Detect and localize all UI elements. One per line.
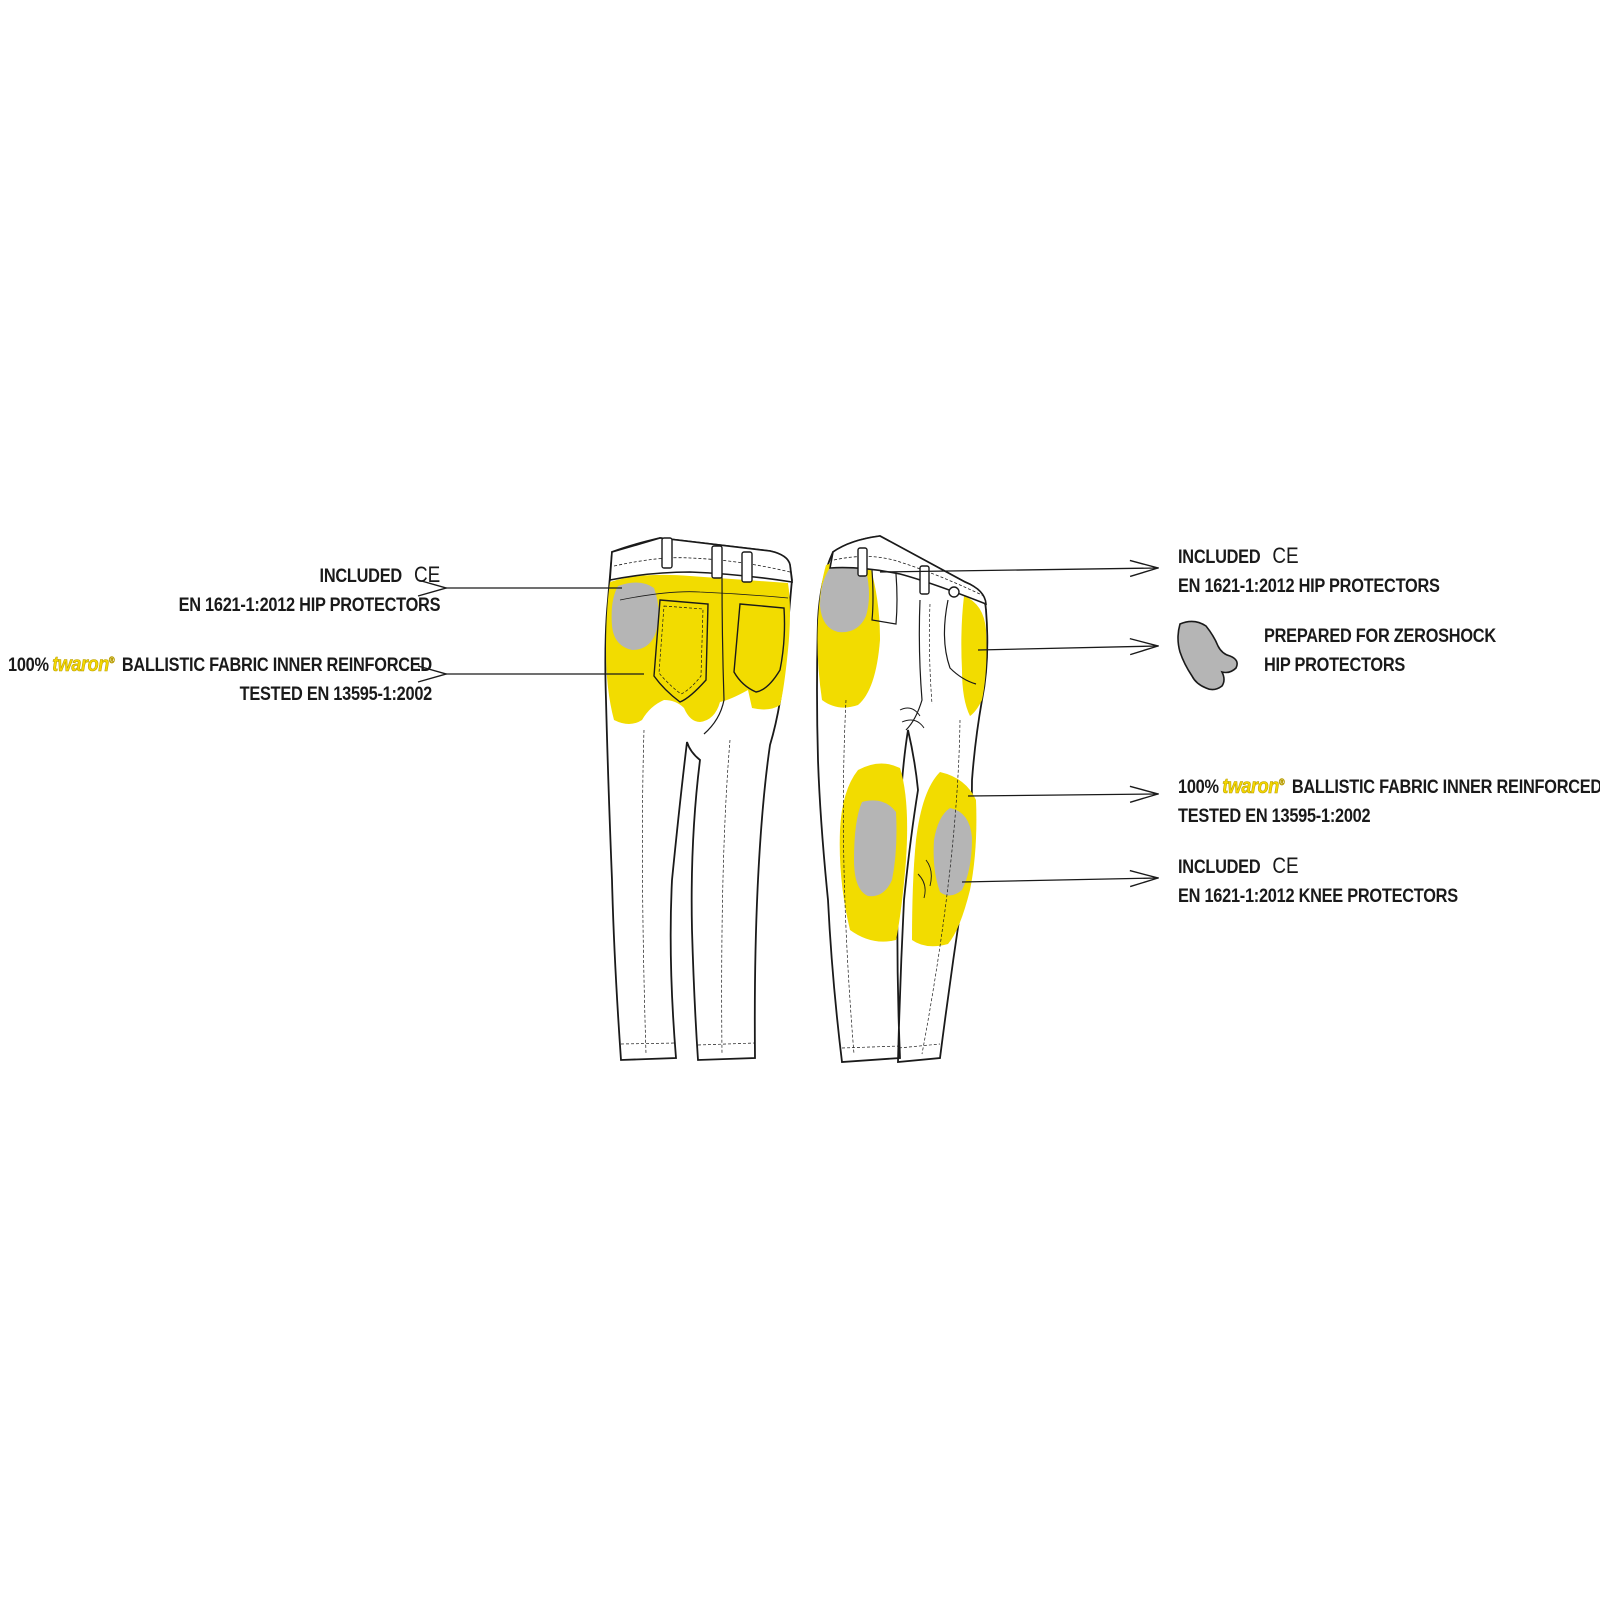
front-waistband [829,535,987,606]
front-hip-label: INCLUDED CE EN 1621-1:2012 HIP PROTECTORS [1178,541,1440,601]
front-knee-arrow [961,878,1158,882]
twaron-logo: twaron® [49,653,118,677]
front-hip-protector [820,564,869,633]
front-knee-protector-left [854,800,897,897]
front-knee-label-line1: INCLUDED [1178,857,1261,878]
front-fabric-percent: 100% [1178,777,1219,798]
front-fabric-arrow [967,794,1158,796]
front-knee-protector-right [933,808,972,896]
front-hip-arrow [879,568,1158,572]
back-hip-label-line1: INCLUDED [319,566,402,587]
back-fabric-label: 100%twaron® BALLISTIC FABRIC INNER REINF… [8,646,432,709]
ce-mark-icon: CE [1272,543,1299,568]
pants-back-view [604,537,793,1061]
front-hip-label-line1: INCLUDED [1178,547,1261,568]
zeroshock-label: PREPARED FOR ZEROSHOCK HIP PROTECTORS [1264,622,1496,680]
front-knee-label: INCLUDED CE EN 1621-1:2012 KNEE PROTECTOR… [1178,851,1458,911]
pants-front-view [816,535,989,1063]
twaron-reg-mark: ® [108,655,115,666]
front-fabric-label-line2: TESTED EN 13595-1:2002 [1178,806,1371,827]
twaron-logo: twaron® [1219,775,1288,799]
ce-mark-icon: CE [1272,853,1299,878]
twaron-logo-text: twaron [52,653,110,677]
back-hip-protector-left [611,582,659,650]
front-zeroshock-arrow [977,646,1158,650]
front-side-ballistic-fabric-area [961,596,987,716]
back-fabric-label-line2: TESTED EN 13595-1:2002 [239,684,433,705]
back-hip-label: INCLUDED CE EN 1621-1:2012 HIP PROTECTORS [178,560,440,620]
front-hip-label-line2: EN 1621-1:2012 HIP PROTECTORS [1178,576,1440,597]
front-knee-label-line2: EN 1621-1:2012 KNEE PROTECTORS [1178,886,1458,907]
zeroshock-protector-icon [1177,620,1238,691]
back-hip-label-line2: EN 1621-1:2012 HIP PROTECTORS [178,595,440,616]
twaron-reg-mark: ® [1278,777,1285,788]
ce-mark-icon: CE [413,562,440,587]
back-fabric-percent: 100% [8,655,49,676]
zeroshock-label-line1: PREPARED FOR ZEROSHOCK [1264,626,1496,647]
front-fabric-label: 100%twaron® BALLISTIC FABRIC INNER REINF… [1178,768,1600,831]
back-fabric-label-line1: BALLISTIC FABRIC INNER REINFORCED [121,655,432,676]
front-fabric-label-line1: BALLISTIC FABRIC INNER REINFORCED [1291,777,1600,798]
zeroshock-label-line2: HIP PROTECTORS [1264,655,1406,676]
twaron-logo-text: twaron [1222,775,1280,799]
